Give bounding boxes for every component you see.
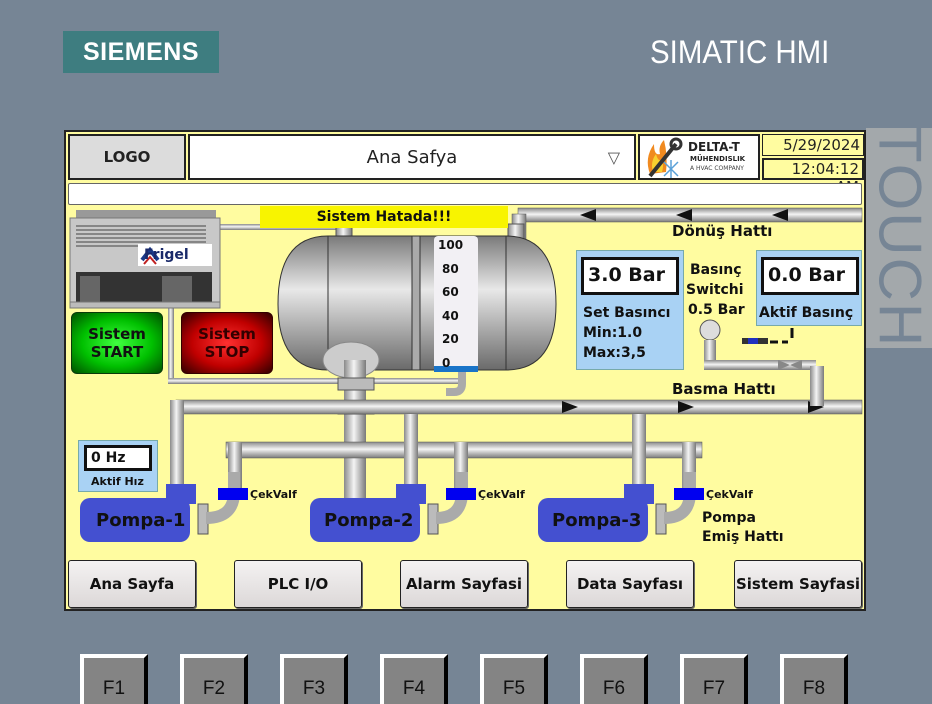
process-diagram (69, 207, 863, 542)
active-pressure-label: Aktif Basınç (759, 305, 854, 321)
system-alarm-banner: Sistem Hatada!!! (260, 206, 508, 228)
screen-selector[interactable]: Ana Safya ▽ (188, 134, 636, 180)
active-pressure-panel: 0.0 Bar Aktif Basınç (756, 250, 862, 326)
siemens-logo: SIEMENS (63, 31, 219, 73)
start-line2: START (90, 343, 144, 361)
pump-1-graphic (80, 472, 248, 542)
suction-line-label-1: Pompa (702, 510, 756, 526)
touch-strip (866, 128, 932, 348)
logo-placeholder: LOGO (68, 134, 186, 180)
fkey-f3[interactable]: F3 (280, 654, 348, 704)
pressure-switch-assembly (699, 319, 824, 406)
nav-alarm-sayfasi[interactable]: Alarm Sayfasi (400, 560, 528, 608)
pump-3-label[interactable]: Pompa-3 (552, 510, 642, 531)
level-tick-label: 0 (442, 356, 451, 370)
chiller-unit (69, 210, 221, 309)
set-pressure-max: Max:3,5 (583, 345, 646, 361)
system-stop-button[interactable]: Sistem STOP (181, 312, 273, 374)
tank-level-gauge: 100 80 60 40 20 0 (434, 236, 478, 372)
fkey-f7[interactable]: F7 (680, 654, 748, 704)
chiller-brand: Frigel (144, 247, 189, 263)
nav-plc-io[interactable]: PLC I/O (234, 560, 362, 608)
frequency-panel: 0 Hz Aktif Hız (78, 440, 158, 492)
flow-arrow-icon (562, 401, 578, 413)
set-pressure-min: Min:1.0 (583, 325, 643, 341)
simatic-hmi-label: SIMATIC HMI (650, 34, 830, 70)
check-valve-2 (446, 488, 476, 500)
dropdown-triangle-icon[interactable]: ▽ (607, 148, 620, 167)
active-pressure-display: 0.0 Bar (761, 257, 859, 295)
pressure-switch-line3: 0.5 Bar (688, 302, 745, 318)
screen-selector-value: Ana Safya (366, 146, 458, 168)
level-tick-label: 100 (438, 238, 464, 252)
discharge-line-pipe (175, 399, 863, 415)
nav-ana-sayfa[interactable]: Ana Sayfa (68, 560, 196, 608)
company-name: DELTA-T (688, 140, 740, 154)
alarm-message-bar (68, 183, 862, 205)
date-display: 5/29/2024 (762, 134, 864, 156)
flow-arrow-icon (678, 401, 694, 413)
touch-label: TOUCH (866, 126, 932, 349)
fkey-f4[interactable]: F4 (380, 654, 448, 704)
stop-line1: Sistem (198, 325, 256, 343)
pump-3-graphic (538, 472, 704, 542)
check-valve-2-label: ÇekValf (478, 488, 525, 501)
nav-sistem-sayfasi[interactable]: Sistem Sayfasi (734, 560, 862, 608)
pump-1-label[interactable]: Pompa-1 (96, 510, 186, 531)
start-line1: Sistem (88, 325, 146, 343)
set-pressure-input[interactable]: 3.0 Bar (581, 257, 679, 295)
frequency-label: Aktif Hız (91, 475, 144, 488)
fkey-f1[interactable]: F1 (80, 654, 148, 704)
set-pressure-panel: 3.0 Bar Set Basıncı Min:1.0 Max:3,5 (576, 250, 684, 370)
pressure-switch-line2: Switchi (686, 282, 744, 298)
fkey-f6[interactable]: F6 (580, 654, 648, 704)
company-logo: DELTA-T MÜHENDISLIK A HVAC COMPANY (638, 134, 760, 180)
flow-arrow-icon (580, 209, 596, 221)
pump-2-label[interactable]: Pompa-2 (324, 510, 414, 531)
pressure-switch-line1: Basınç (690, 262, 742, 278)
return-line-label: Dönüş Hattı (672, 222, 773, 240)
check-valve-3 (674, 488, 704, 500)
flame-wrench-icon (647, 137, 683, 178)
fkey-f2[interactable]: F2 (180, 654, 248, 704)
stop-line2: STOP (204, 343, 250, 361)
check-valve-3-label: ÇekValf (706, 488, 753, 501)
flow-arrow-icon (676, 209, 692, 221)
company-tagline: A HVAC COMPANY (690, 165, 744, 172)
fkey-f5[interactable]: F5 (480, 654, 548, 704)
buffer-tank (277, 223, 557, 379)
company-sub: MÜHENDISLIK (690, 155, 746, 163)
set-pressure-label: Set Basıncı (583, 305, 671, 321)
fkey-f8[interactable]: F8 (780, 654, 848, 704)
discharge-line-label: Basma Hattı (672, 380, 776, 398)
level-tick-label: 20 (442, 332, 459, 347)
frequency-display: 0 Hz (84, 445, 152, 471)
level-tick-label: 40 (442, 308, 459, 323)
flow-arrow-icon (772, 209, 788, 221)
nav-data-sayfasi[interactable]: Data Sayfası (566, 560, 694, 608)
check-valve-1 (218, 488, 248, 500)
level-tick-label: 80 (442, 261, 459, 276)
system-start-button[interactable]: Sistem START (71, 312, 163, 374)
time-display: 12:04:12 AM (762, 158, 864, 196)
suction-line-label-2: Emiş Hattı (702, 529, 784, 545)
tank-level-fill (434, 366, 478, 372)
level-tick-label: 60 (442, 285, 459, 300)
hmi-screen: LOGO Ana Safya ▽ DELTA-T MÜHENDISLIK A H… (64, 130, 866, 611)
pump-2-graphic (310, 472, 476, 542)
check-valve-1-label: ÇekValf (250, 488, 297, 501)
